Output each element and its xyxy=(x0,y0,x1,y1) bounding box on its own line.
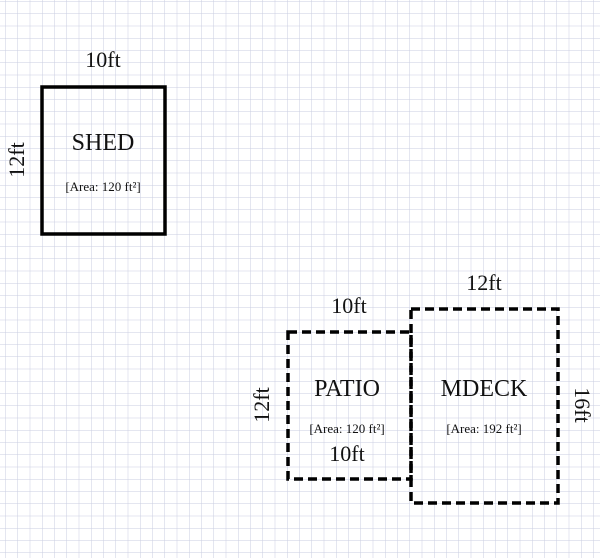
mdeck-width-label: 12ft xyxy=(466,270,501,295)
mdeck-height-label: 16ft xyxy=(570,387,595,422)
shed-shape[interactable]: 10ft 12ft SHED [Area: 120 ft²] xyxy=(4,47,167,236)
patio-area: [Area: 120 ft²] xyxy=(309,421,384,436)
shed-height-label: 12ft xyxy=(4,142,29,177)
mdeck-shape[interactable]: 12ft 16ft MDECK [Area: 192 ft²] xyxy=(409,270,595,505)
patio-width-label: 10ft xyxy=(331,293,366,318)
mdeck-area: [Area: 192 ft²] xyxy=(446,421,521,436)
shed-area: [Area: 120 ft²] xyxy=(65,179,140,194)
patio-bottom-width-label: 10ft xyxy=(329,441,364,466)
patio-height-label: 12ft xyxy=(249,387,274,422)
mdeck-outline xyxy=(409,307,560,505)
patio-name: PATIO xyxy=(314,376,380,402)
shed-outline xyxy=(40,85,167,236)
patio-shape[interactable]: 10ft 12ft PATIO [Area: 120 ft²] 10ft xyxy=(249,293,413,481)
patio-outline xyxy=(286,330,413,481)
shed-name: SHED xyxy=(72,130,135,156)
shed-width-label: 10ft xyxy=(85,47,120,72)
mdeck-name: MDECK xyxy=(441,376,528,402)
